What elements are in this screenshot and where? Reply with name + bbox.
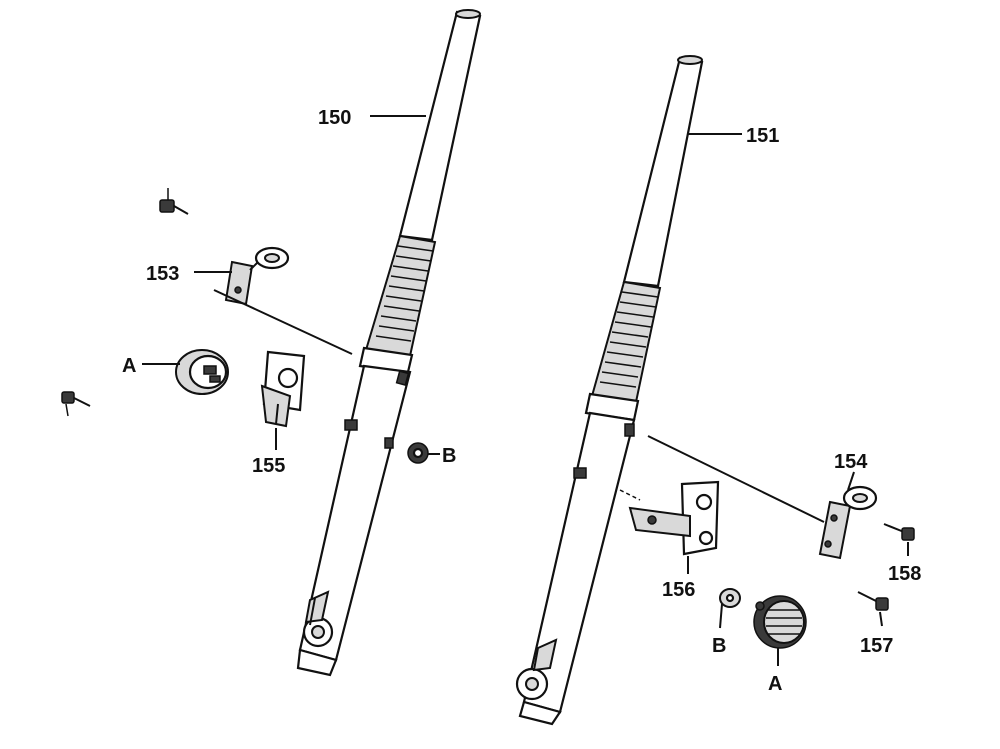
label-b-right: B	[712, 635, 726, 657]
part-labels: 150 151 153 154 155 156 158 157 A B B A	[122, 107, 921, 695]
front-fork-left	[296, 9, 482, 677]
leader-lines	[142, 115, 909, 666]
label-155: 155	[252, 455, 285, 477]
bracket-154	[818, 485, 878, 560]
reflector-right	[753, 595, 807, 649]
bolt-upper-left	[159, 188, 189, 215]
label-153: 153	[146, 263, 179, 285]
label-151: 151	[746, 125, 779, 147]
label-156: 156	[662, 579, 695, 601]
bolt-157	[857, 591, 889, 611]
label-a-right: A	[768, 673, 782, 695]
label-a-left: A	[122, 355, 136, 377]
holder-156	[619, 480, 720, 556]
label-154: 154	[834, 451, 868, 473]
reflector-left	[175, 349, 229, 395]
label-157: 157	[860, 635, 893, 657]
label-158: 158	[888, 563, 921, 585]
nut-right	[719, 588, 741, 629]
label-b-left: B	[442, 445, 456, 467]
label-150: 150	[318, 107, 351, 129]
bolt-lower-left	[61, 391, 91, 417]
holder-155	[260, 350, 306, 428]
bolt-158	[883, 523, 915, 541]
front-fork-right	[515, 55, 704, 726]
nut-left	[407, 442, 429, 464]
bracket-153	[224, 246, 290, 306]
